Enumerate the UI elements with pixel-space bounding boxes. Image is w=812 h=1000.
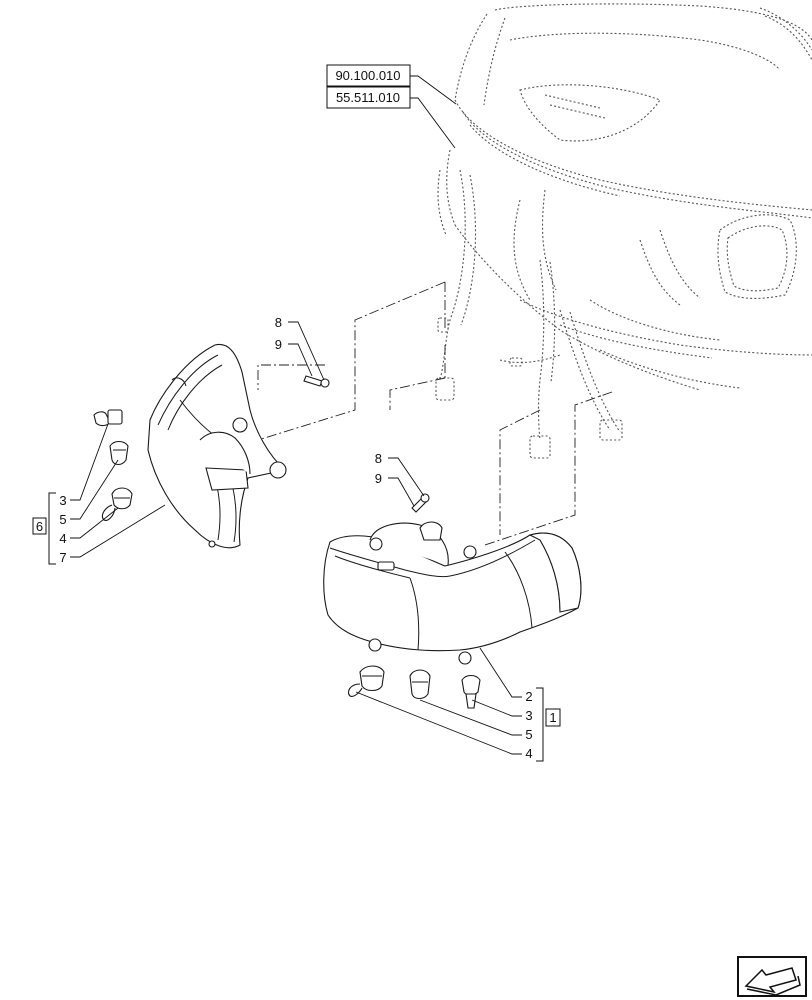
left-callout-group: 6 3 5 4 7 [32,423,166,565]
left-item-7: 7 [59,550,66,565]
right-group-label: 1 [549,710,556,725]
right-headlamp [323,521,582,665]
left-headlamp [147,343,287,549]
right-callout-8: 8 [375,451,382,466]
left-item-5: 5 [59,512,66,527]
right-item-4: 4 [525,746,532,761]
right-item-5: 5 [525,727,532,742]
right-group-box [545,708,561,727]
ref-label-bottom: 55.511.010 [336,90,400,105]
left-item-4: 4 [59,531,66,546]
ref-box-bottom [326,86,411,109]
next-page-arrow-icon[interactable] [737,956,807,997]
left-screw: 8 9 [275,315,330,388]
left-callout-8: 8 [275,315,282,330]
left-group-label: 6 [36,519,43,534]
ref-box-top [326,64,411,87]
left-callout-9: 9 [275,337,282,352]
tractor-hood-outline [435,3,812,459]
ref-label-top: 90.100.010 [335,68,400,83]
left-item-3: 3 [59,493,66,508]
left-group-box [32,517,47,535]
left-small-parts [93,409,133,521]
right-small-parts [347,665,481,709]
reference-boxes: 90.100.010 55.511.010 [326,64,457,149]
right-callout-group: 1 2 3 5 4 [355,647,561,762]
right-item-2: 2 [525,689,532,704]
right-item-3: 3 [525,708,532,723]
assembly-lines [257,281,613,546]
right-callout-9: 9 [375,471,382,486]
right-screw: 8 9 [375,451,430,513]
